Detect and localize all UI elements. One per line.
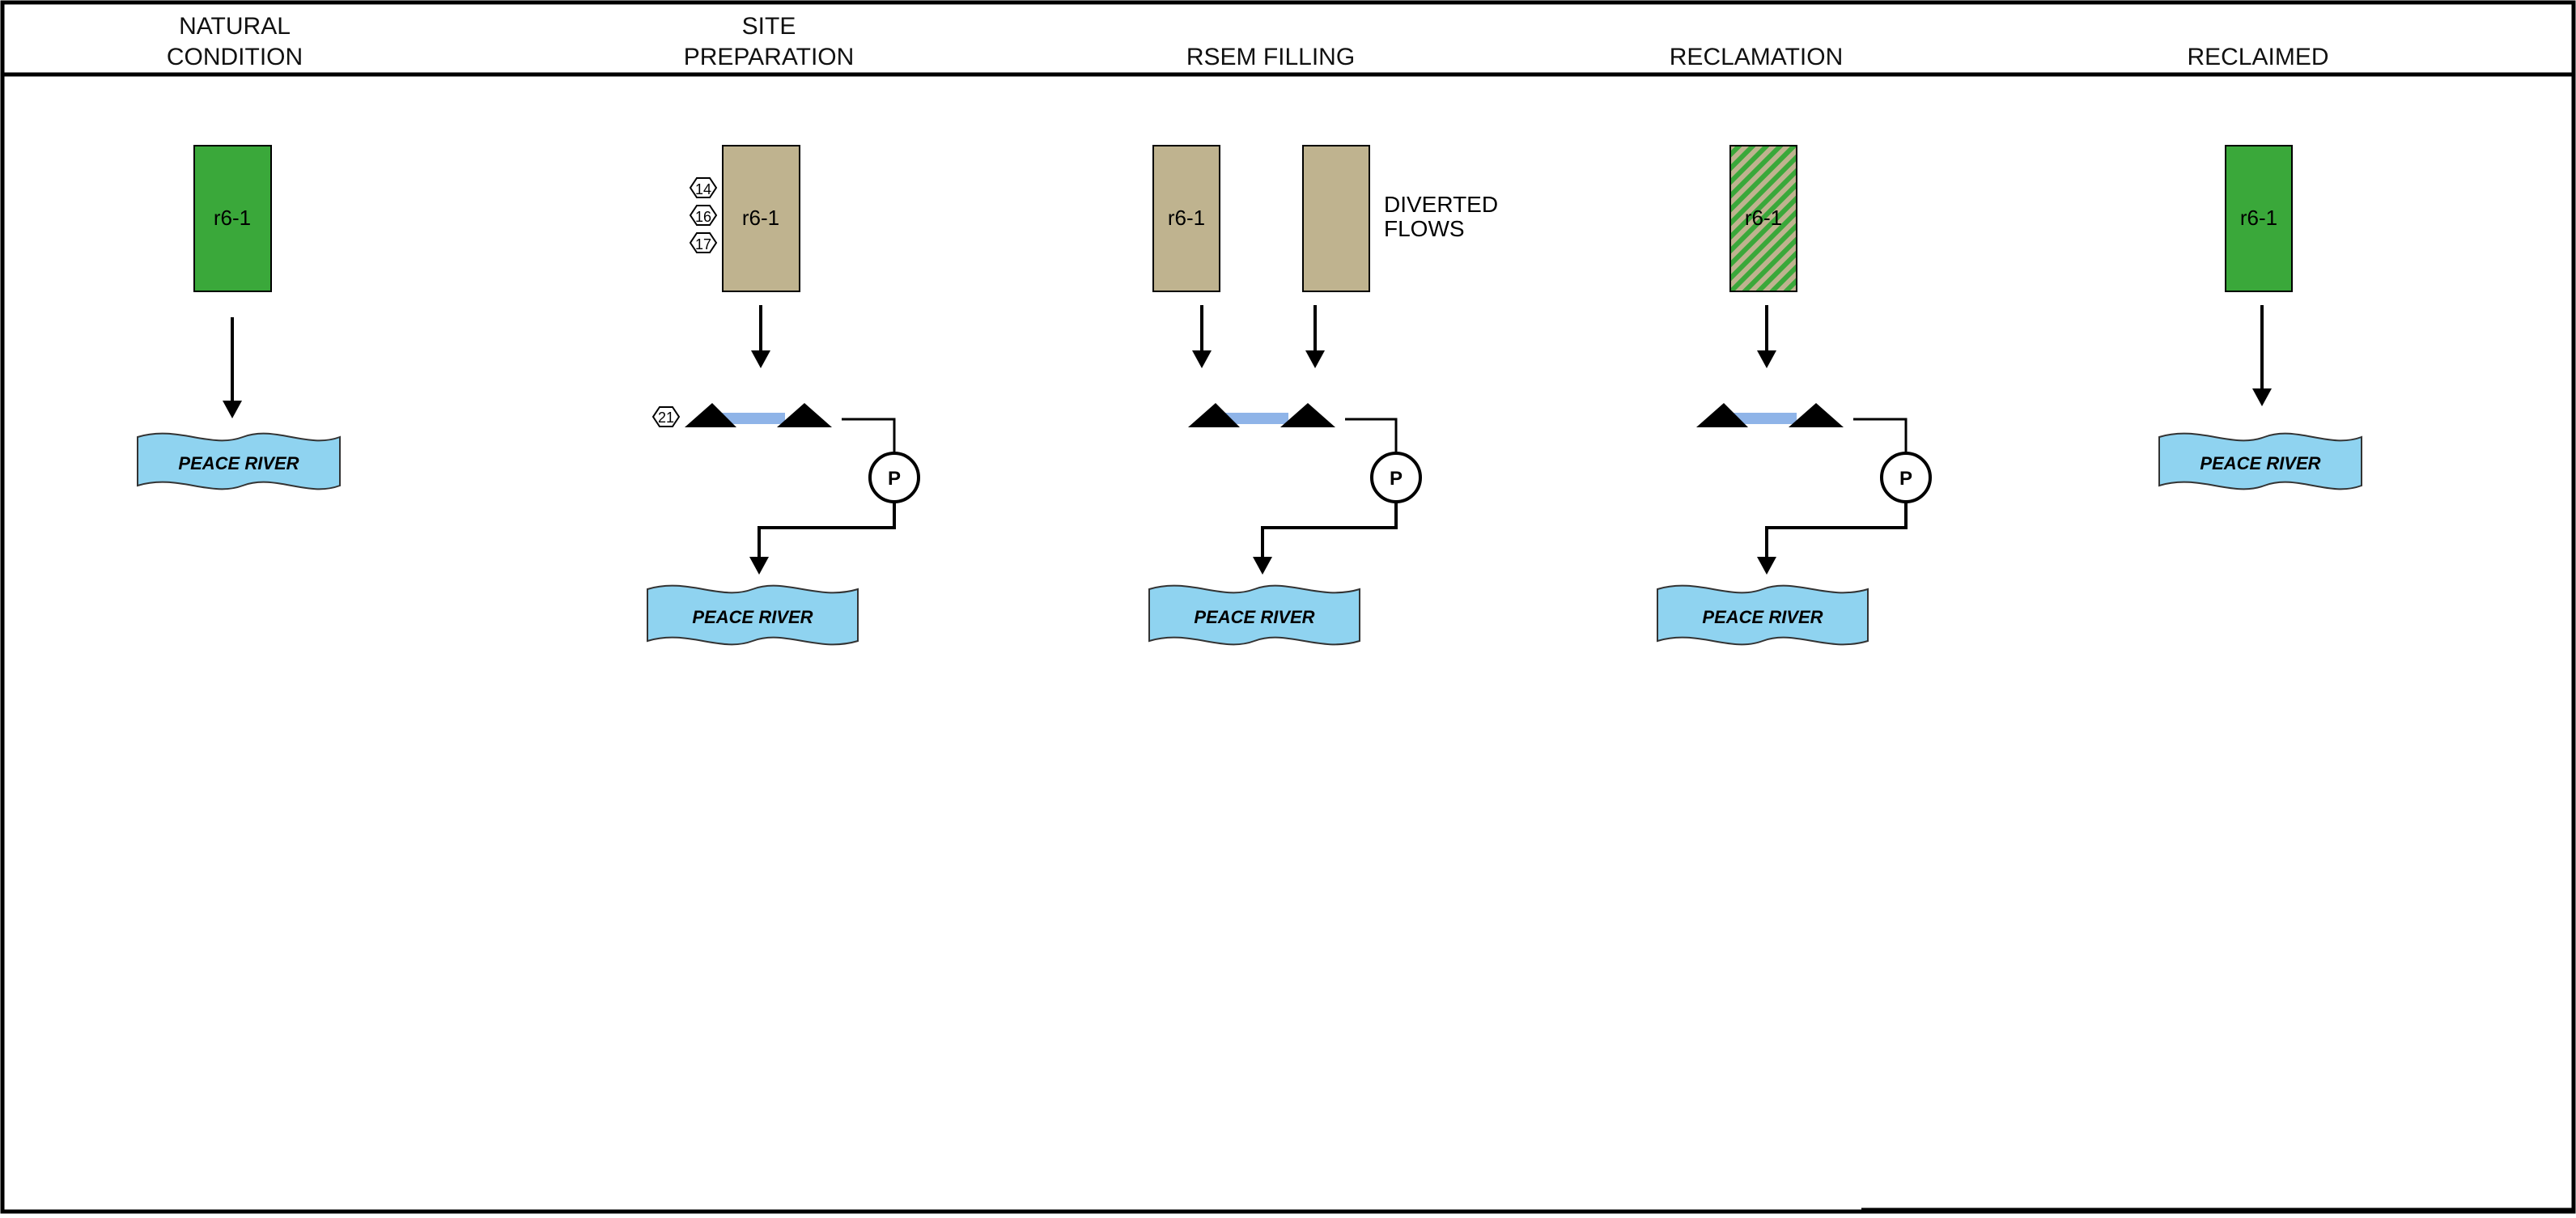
site-preparation-column: r6-1 14 16 17 21 (647, 145, 920, 646)
marker-16: 16 (689, 205, 718, 226)
peace-river-shape (1148, 584, 1360, 646)
natural-condition-column: r6-1 PEACE RIVER (137, 145, 341, 490)
marker-21: 21 (651, 406, 681, 427)
catchment-label: r6-1 (214, 206, 251, 230)
catchment-label: r6-1 (742, 206, 779, 230)
peace-river-shape (137, 432, 341, 490)
river-label: PEACE RIVER (2200, 453, 2320, 473)
pump-line (1853, 418, 1908, 452)
diverted-label-line2: FLOWS (1384, 216, 1465, 241)
svg-text:P: P (1390, 468, 1403, 490)
header-reclamation: RECLAMATION (1669, 44, 1844, 70)
header-natural-condition: NATURAL CONDITION (166, 13, 303, 70)
svg-text:21: 21 (658, 410, 674, 426)
pump-icon: P (1370, 452, 1422, 503)
reclamation-column: r6-1 P PEACE RIVER (1657, 145, 1932, 646)
peace-river-shape (2158, 432, 2362, 490)
sediment-pond (685, 403, 832, 427)
pump-line (1345, 418, 1398, 452)
pump-discharge-line (1261, 502, 1398, 558)
arrowhead (749, 557, 769, 575)
pump-discharge-line (1765, 502, 1908, 558)
svg-text:14: 14 (695, 181, 711, 197)
arrowhead (2252, 388, 2272, 406)
pump-discharge-line (758, 502, 896, 558)
catchment-label: r6-1 (1168, 206, 1205, 230)
diverted-flows-box (1302, 145, 1370, 292)
river-label: PEACE RIVER (1702, 607, 1823, 627)
svg-text:17: 17 (695, 236, 711, 253)
arrowhead (1757, 557, 1776, 575)
diverted-label-line1: DIVERTED (1384, 192, 1498, 217)
arrowhead (1305, 350, 1325, 368)
arrowhead (751, 350, 770, 368)
sediment-pond (1696, 403, 1844, 427)
river-label: PEACE RIVER (1194, 607, 1314, 627)
catchment-box (1729, 145, 1797, 292)
header-site-preparation: SITE PREPARATION (683, 13, 855, 70)
peace-river-shape (1657, 584, 1869, 646)
reclaimed-column: r6-1 PEACE RIVER (2158, 145, 2362, 490)
header-rsem-filling: RSEM FILLING (1186, 44, 1356, 70)
svg-text:P: P (1899, 468, 1912, 490)
marker-14: 14 (689, 177, 718, 198)
river-label: PEACE RIVER (692, 607, 813, 627)
marker-17: 17 (689, 232, 718, 253)
rsem-filling-column: r6-1 DIVERTED FLOWS P PEACE RIVER (1148, 145, 1498, 646)
pump-line (842, 418, 896, 452)
svg-text:P: P (888, 468, 901, 490)
catchment-box (2225, 145, 2293, 292)
catchment-label: r6-1 (1745, 206, 1782, 230)
arrowhead (1192, 350, 1212, 368)
peace-river-shape (647, 584, 859, 646)
arrowhead (223, 401, 242, 418)
river-label: PEACE RIVER (178, 453, 299, 473)
pump-icon: P (1880, 452, 1932, 503)
pump-icon: P (868, 452, 920, 503)
arrowhead (1253, 557, 1272, 575)
arrowhead (1757, 350, 1776, 368)
sediment-pond (1188, 403, 1335, 427)
svg-text:16: 16 (695, 209, 711, 225)
catchment-box (193, 145, 272, 292)
catchment-box (722, 145, 800, 292)
header-reclaimed: RECLAIMED (2187, 44, 2329, 70)
catchment-label: r6-1 (2240, 206, 2277, 230)
catchment-box (1152, 145, 1220, 292)
